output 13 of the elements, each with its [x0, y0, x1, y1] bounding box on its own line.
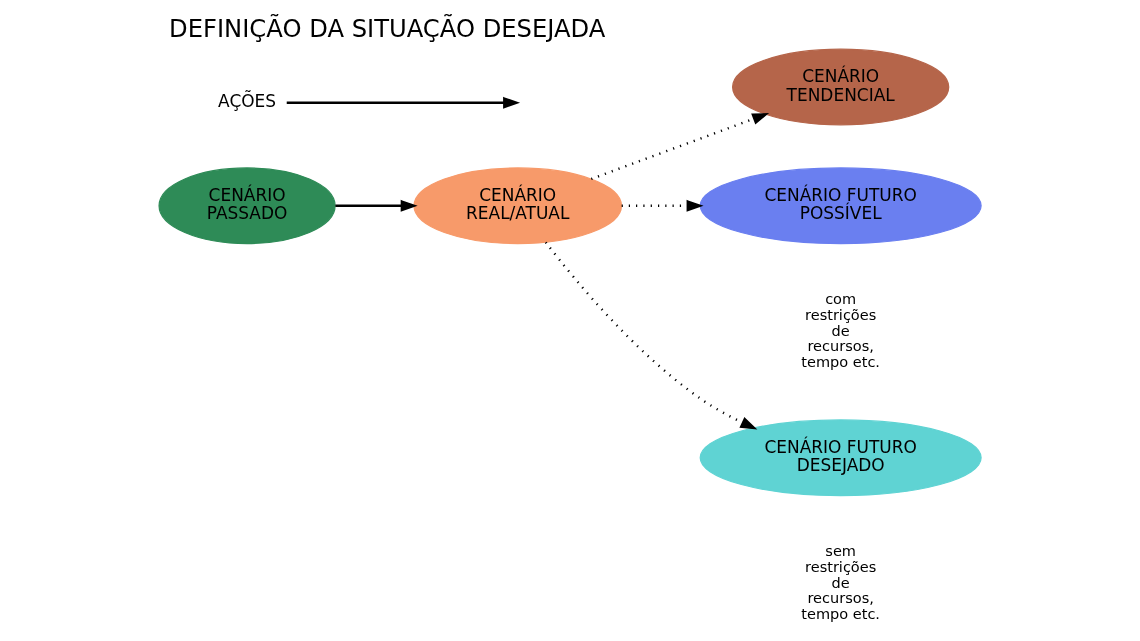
arrow	[286, 96, 521, 109]
arrow	[544, 241, 758, 430]
arrow	[590, 113, 770, 181]
diagram-title: DEFINIÇÃO DA SITUAÇÃO DESEJADA	[169, 15, 606, 44]
node-label: com restrições de recursos, tempo etc.	[801, 291, 881, 371]
node-ellipse: CENÁRIO REAL/ATUAL	[413, 167, 623, 245]
node-label: sem restrições de recursos, tempo etc.	[801, 543, 881, 623]
node-ellipse: CENÁRIO FUTURO POSSÍVEL	[699, 167, 982, 245]
arrow	[335, 199, 418, 212]
node-ellipse: CENÁRIO PASSADO	[158, 167, 336, 245]
node-ellipse: CENÁRIO FUTURO DESEJADO	[699, 419, 982, 497]
node-text: AÇÕES	[218, 91, 277, 112]
arrow	[621, 199, 704, 212]
